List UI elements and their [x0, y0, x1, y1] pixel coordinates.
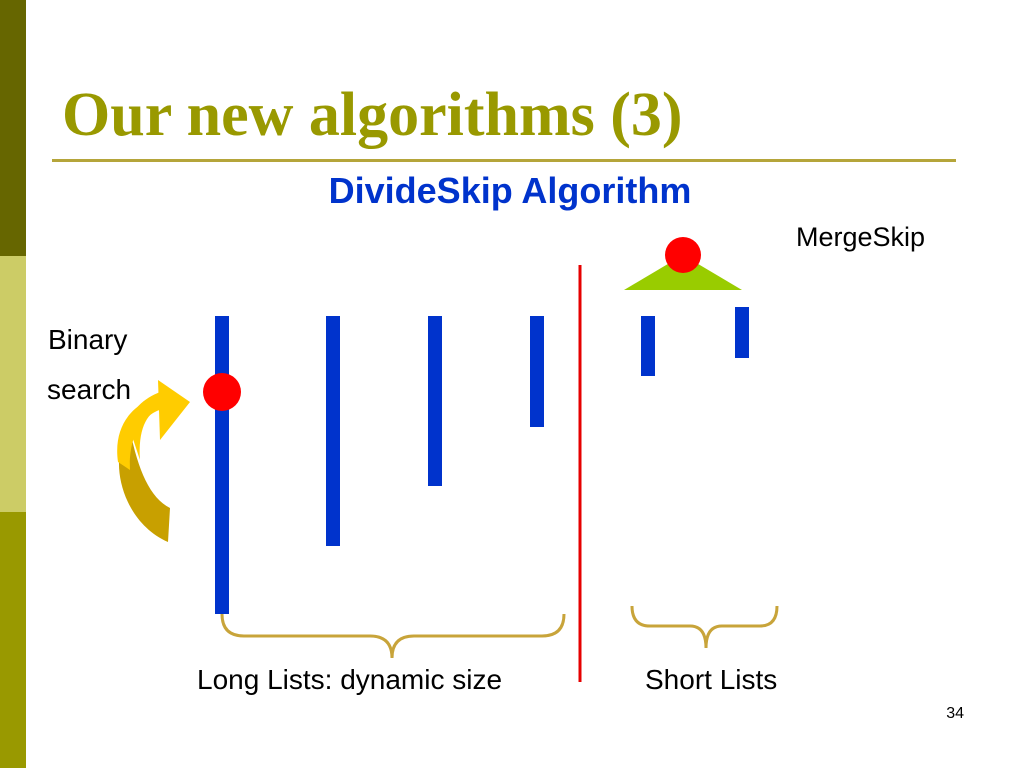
short-lists-label: Short Lists	[645, 664, 778, 695]
slide-title: Our new algorithms (3)	[62, 81, 683, 149]
long-list-bar-3	[428, 316, 442, 486]
search-label: search	[47, 374, 132, 405]
long-list-bar-1	[215, 316, 229, 614]
title-underline	[52, 159, 956, 162]
sidebar-segment-dark	[0, 0, 26, 256]
mergeskip-label: MergeSkip	[796, 222, 926, 252]
subtitle-text: DivideSkip Algorithm	[328, 170, 692, 211]
long-lists-label: Long Lists: dynamic size	[197, 664, 503, 695]
slide-sidebar	[0, 0, 26, 768]
long-list-bar-2	[326, 316, 340, 546]
sidebar-segment-light	[0, 256, 26, 512]
sidebar-segment-olive	[0, 512, 26, 768]
curved-arrow-icon	[117, 380, 190, 542]
page-number: 34	[946, 705, 964, 722]
short-list-bar-2	[735, 307, 749, 358]
short-list-bar-1	[641, 316, 655, 376]
mergeskip-dot	[665, 237, 701, 273]
short-lists-brace	[630, 605, 779, 649]
binary-label: Binary	[48, 324, 128, 355]
long-lists-brace	[220, 613, 566, 659]
binary-search-dot	[203, 373, 241, 411]
long-list-bar-4	[530, 316, 544, 427]
slide-subtitle: DivideSkip Algorithm	[0, 170, 1024, 212]
